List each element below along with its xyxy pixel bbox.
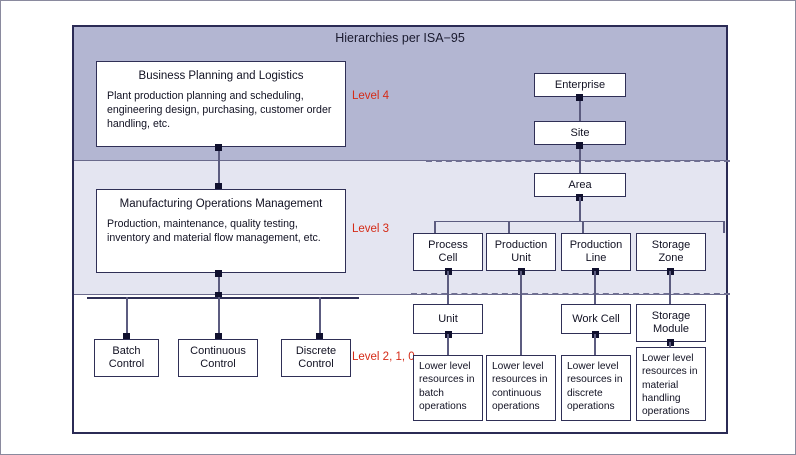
business-planning-box[interactable]: Business Planning and Logistics Plant pr… bbox=[96, 61, 346, 147]
process-cell-box[interactable]: Process Cell bbox=[413, 233, 483, 271]
business-planning-heading: Business Planning and Logistics bbox=[138, 70, 304, 82]
connector-continuous bbox=[218, 297, 220, 339]
knob-discrete bbox=[316, 333, 323, 340]
manufacturing-operations-box[interactable]: Manufacturing Operations Management Prod… bbox=[96, 189, 346, 273]
storage-zone-line2: Zone bbox=[658, 252, 684, 264]
production-line-line1: Production bbox=[569, 239, 623, 252]
storage-module-line1: Storage bbox=[651, 310, 691, 323]
knob-batch bbox=[123, 333, 130, 340]
site-box[interactable]: Site bbox=[534, 121, 626, 145]
connector-punit-leaf bbox=[520, 271, 522, 355]
enterprise-box[interactable]: Enterprise bbox=[534, 73, 626, 97]
diagram-panel: Hierarchies per ISA−95 Business Planning… bbox=[72, 25, 730, 434]
batch-control-line1: Batch bbox=[112, 345, 141, 358]
leaf-batch-operations[interactable]: Lower level resources in batch operation… bbox=[413, 355, 483, 421]
level-3-label: Level 3 bbox=[352, 223, 390, 235]
business-planning-body: Plant production planning and scheduling… bbox=[107, 90, 332, 131]
leaf-material-handling-operations[interactable]: Lower level resources in material handli… bbox=[636, 347, 706, 421]
continuous-control-line2: Control bbox=[200, 358, 236, 370]
storage-zone-box[interactable]: Storage Zone bbox=[636, 233, 706, 271]
level-4-label: Level 4 bbox=[352, 90, 390, 102]
area-box[interactable]: Area bbox=[534, 173, 626, 197]
discrete-control-box[interactable]: Discrete Control bbox=[281, 339, 351, 377]
storage-module-box[interactable]: Storage Module bbox=[636, 304, 706, 342]
production-unit-line2: Unit bbox=[511, 252, 531, 264]
unit-label: Unit bbox=[438, 312, 458, 325]
connector-batch bbox=[126, 297, 128, 339]
knob-l3-top bbox=[215, 183, 222, 190]
leaf-continuous-text: Lower level resources in continuous oper… bbox=[492, 361, 548, 412]
connector-production-unit bbox=[508, 221, 510, 233]
storage-zone-line1: Storage bbox=[651, 239, 691, 252]
discrete-control-line1: Discrete bbox=[295, 345, 337, 358]
area-distribution-bar bbox=[434, 221, 724, 222]
leaf-material-text: Lower level resources in material handli… bbox=[642, 353, 698, 417]
knob-enterprise-bottom bbox=[576, 94, 583, 101]
connector-unit-leaf bbox=[447, 334, 449, 355]
connector-l4-l3 bbox=[218, 147, 220, 189]
work-cell-box[interactable]: Work Cell bbox=[561, 304, 631, 334]
storage-module-line2: Module bbox=[652, 323, 690, 335]
band-divider-lower bbox=[74, 294, 726, 295]
connector-production-line bbox=[582, 221, 584, 233]
production-line-box[interactable]: Production Line bbox=[561, 233, 631, 271]
control-distribution-bar bbox=[87, 297, 359, 299]
batch-control-box[interactable]: Batch Control bbox=[94, 339, 159, 377]
area-label: Area bbox=[568, 178, 592, 191]
continuous-control-line1: Continuous bbox=[190, 345, 246, 358]
process-cell-line1: Process bbox=[428, 239, 468, 252]
band-divider-upper bbox=[74, 160, 726, 161]
connector-process-cell bbox=[434, 221, 436, 233]
site-label: Site bbox=[570, 126, 590, 139]
connector-l3-bus bbox=[218, 273, 220, 299]
production-unit-box[interactable]: Production Unit bbox=[486, 233, 556, 271]
dashed-divider-lower bbox=[411, 293, 730, 295]
manufacturing-operations-heading: Manufacturing Operations Management bbox=[119, 198, 323, 210]
connector-zone-module bbox=[669, 271, 671, 304]
diagram-title: Hierarchies per ISA−95 bbox=[335, 31, 465, 45]
unit-box[interactable]: Unit bbox=[413, 304, 483, 334]
leaf-batch-text: Lower level resources in batch operation… bbox=[419, 361, 475, 412]
knob-l4-bottom bbox=[215, 144, 222, 151]
connector-cell-unit bbox=[447, 271, 449, 304]
leaf-discrete-text: Lower level resources in discrete operat… bbox=[567, 361, 623, 412]
connector-enterprise-site bbox=[579, 97, 581, 121]
batch-control-line2: Control bbox=[108, 358, 145, 370]
work-cell-label: Work Cell bbox=[572, 312, 620, 325]
production-line-line2: Line bbox=[585, 252, 607, 264]
production-unit-line1: Production bbox=[494, 239, 548, 252]
connector-discrete bbox=[319, 297, 321, 339]
level-210-label: Level 2, 1, 0 bbox=[352, 351, 415, 363]
connector-area-bar bbox=[579, 197, 581, 221]
leaf-continuous-operations[interactable]: Lower level resources in continuous oper… bbox=[486, 355, 556, 421]
discrete-control-line2: Control bbox=[298, 358, 334, 370]
continuous-control-box[interactable]: Continuous Control bbox=[178, 339, 258, 377]
connector-storage-zone bbox=[723, 221, 725, 233]
leaf-discrete-operations[interactable]: Lower level resources in discrete operat… bbox=[561, 355, 631, 421]
knob-l3-bottom bbox=[215, 270, 222, 277]
connector-pline-workcell bbox=[594, 271, 596, 304]
knob-site-bottom bbox=[576, 142, 583, 149]
dashed-divider-upper bbox=[426, 160, 730, 162]
knob-bus-center bbox=[215, 292, 222, 299]
process-cell-line2: Cell bbox=[438, 252, 458, 264]
manufacturing-operations-body: Production, maintenance, quality testing… bbox=[107, 218, 321, 245]
connector-workcell-leaf bbox=[594, 334, 596, 355]
knob-continuous bbox=[215, 333, 222, 340]
connector-site-area bbox=[579, 145, 581, 173]
enterprise-label: Enterprise bbox=[554, 78, 606, 91]
